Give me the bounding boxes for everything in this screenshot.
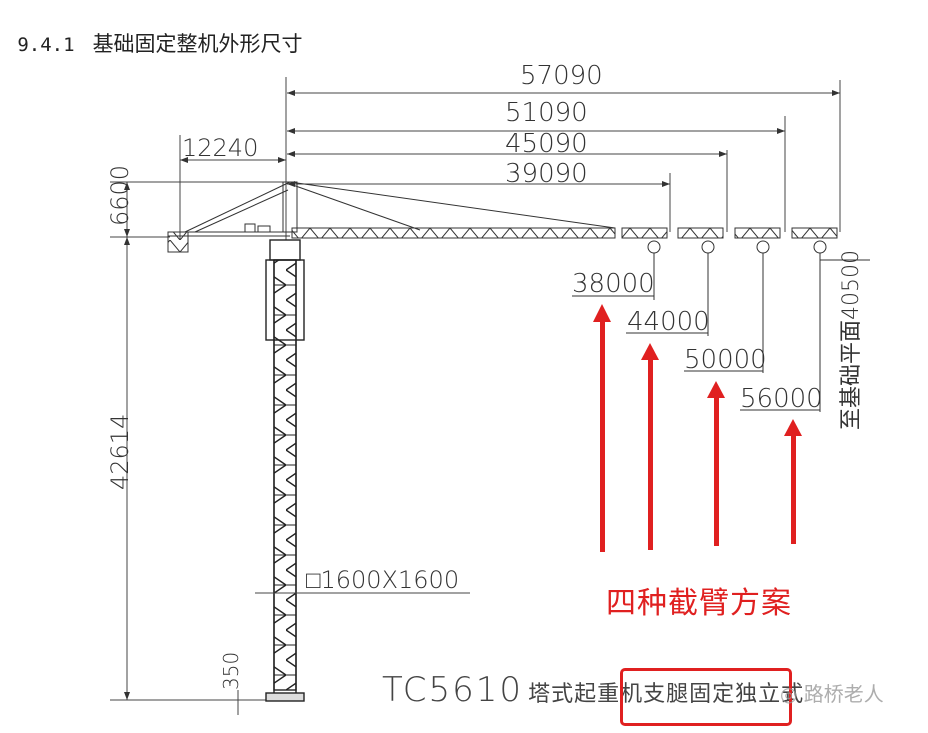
- dim-12240: 12240: [182, 134, 258, 162]
- dim-350: 350: [219, 652, 243, 690]
- hook-height-38000: 38000: [572, 269, 655, 299]
- section-number: 9.4.1: [17, 34, 75, 56]
- model-number: TC5610: [382, 670, 524, 710]
- dim-42614: 42614: [106, 414, 134, 490]
- horizontal-dimensions: [179, 77, 841, 240]
- hook-height-50000: 50000: [684, 345, 767, 375]
- watermark: ◎ 路桥老人: [780, 682, 884, 706]
- counter-jib: [167, 181, 291, 253]
- foundation-note: 至基础平面40500: [839, 250, 864, 430]
- section-title: 基础固定整机外形尺寸: [92, 32, 303, 56]
- hooks: [572, 240, 870, 412]
- hook-height-44000: 44000: [627, 307, 710, 337]
- red-arrows: [593, 304, 802, 552]
- dim-39090: 39090: [505, 159, 588, 189]
- hook-height-56000: 56000: [740, 384, 823, 414]
- dim-57090: 57090: [520, 61, 603, 91]
- dim-51090: 51090: [505, 98, 588, 128]
- section-heading: 9.4.1 基础固定整机外形尺寸: [4, 4, 303, 58]
- dim-6600: 6600: [106, 165, 134, 226]
- drawing-title: TC5610 塔式起重机支腿固定独立式: [382, 670, 804, 710]
- highlight-box: [620, 668, 792, 726]
- section-size: □1600X1600: [306, 566, 459, 594]
- vertical-dimensions: [110, 181, 290, 715]
- four-jib-options-label: 四种截臂方案: [606, 586, 792, 621]
- boxed-mount-type: 支腿固定独立式: [643, 682, 805, 707]
- crane-type: 塔式起重机: [528, 682, 644, 707]
- tower-mast: [265, 239, 305, 702]
- jib: [282, 181, 838, 239]
- dim-45090: 45090: [505, 129, 588, 159]
